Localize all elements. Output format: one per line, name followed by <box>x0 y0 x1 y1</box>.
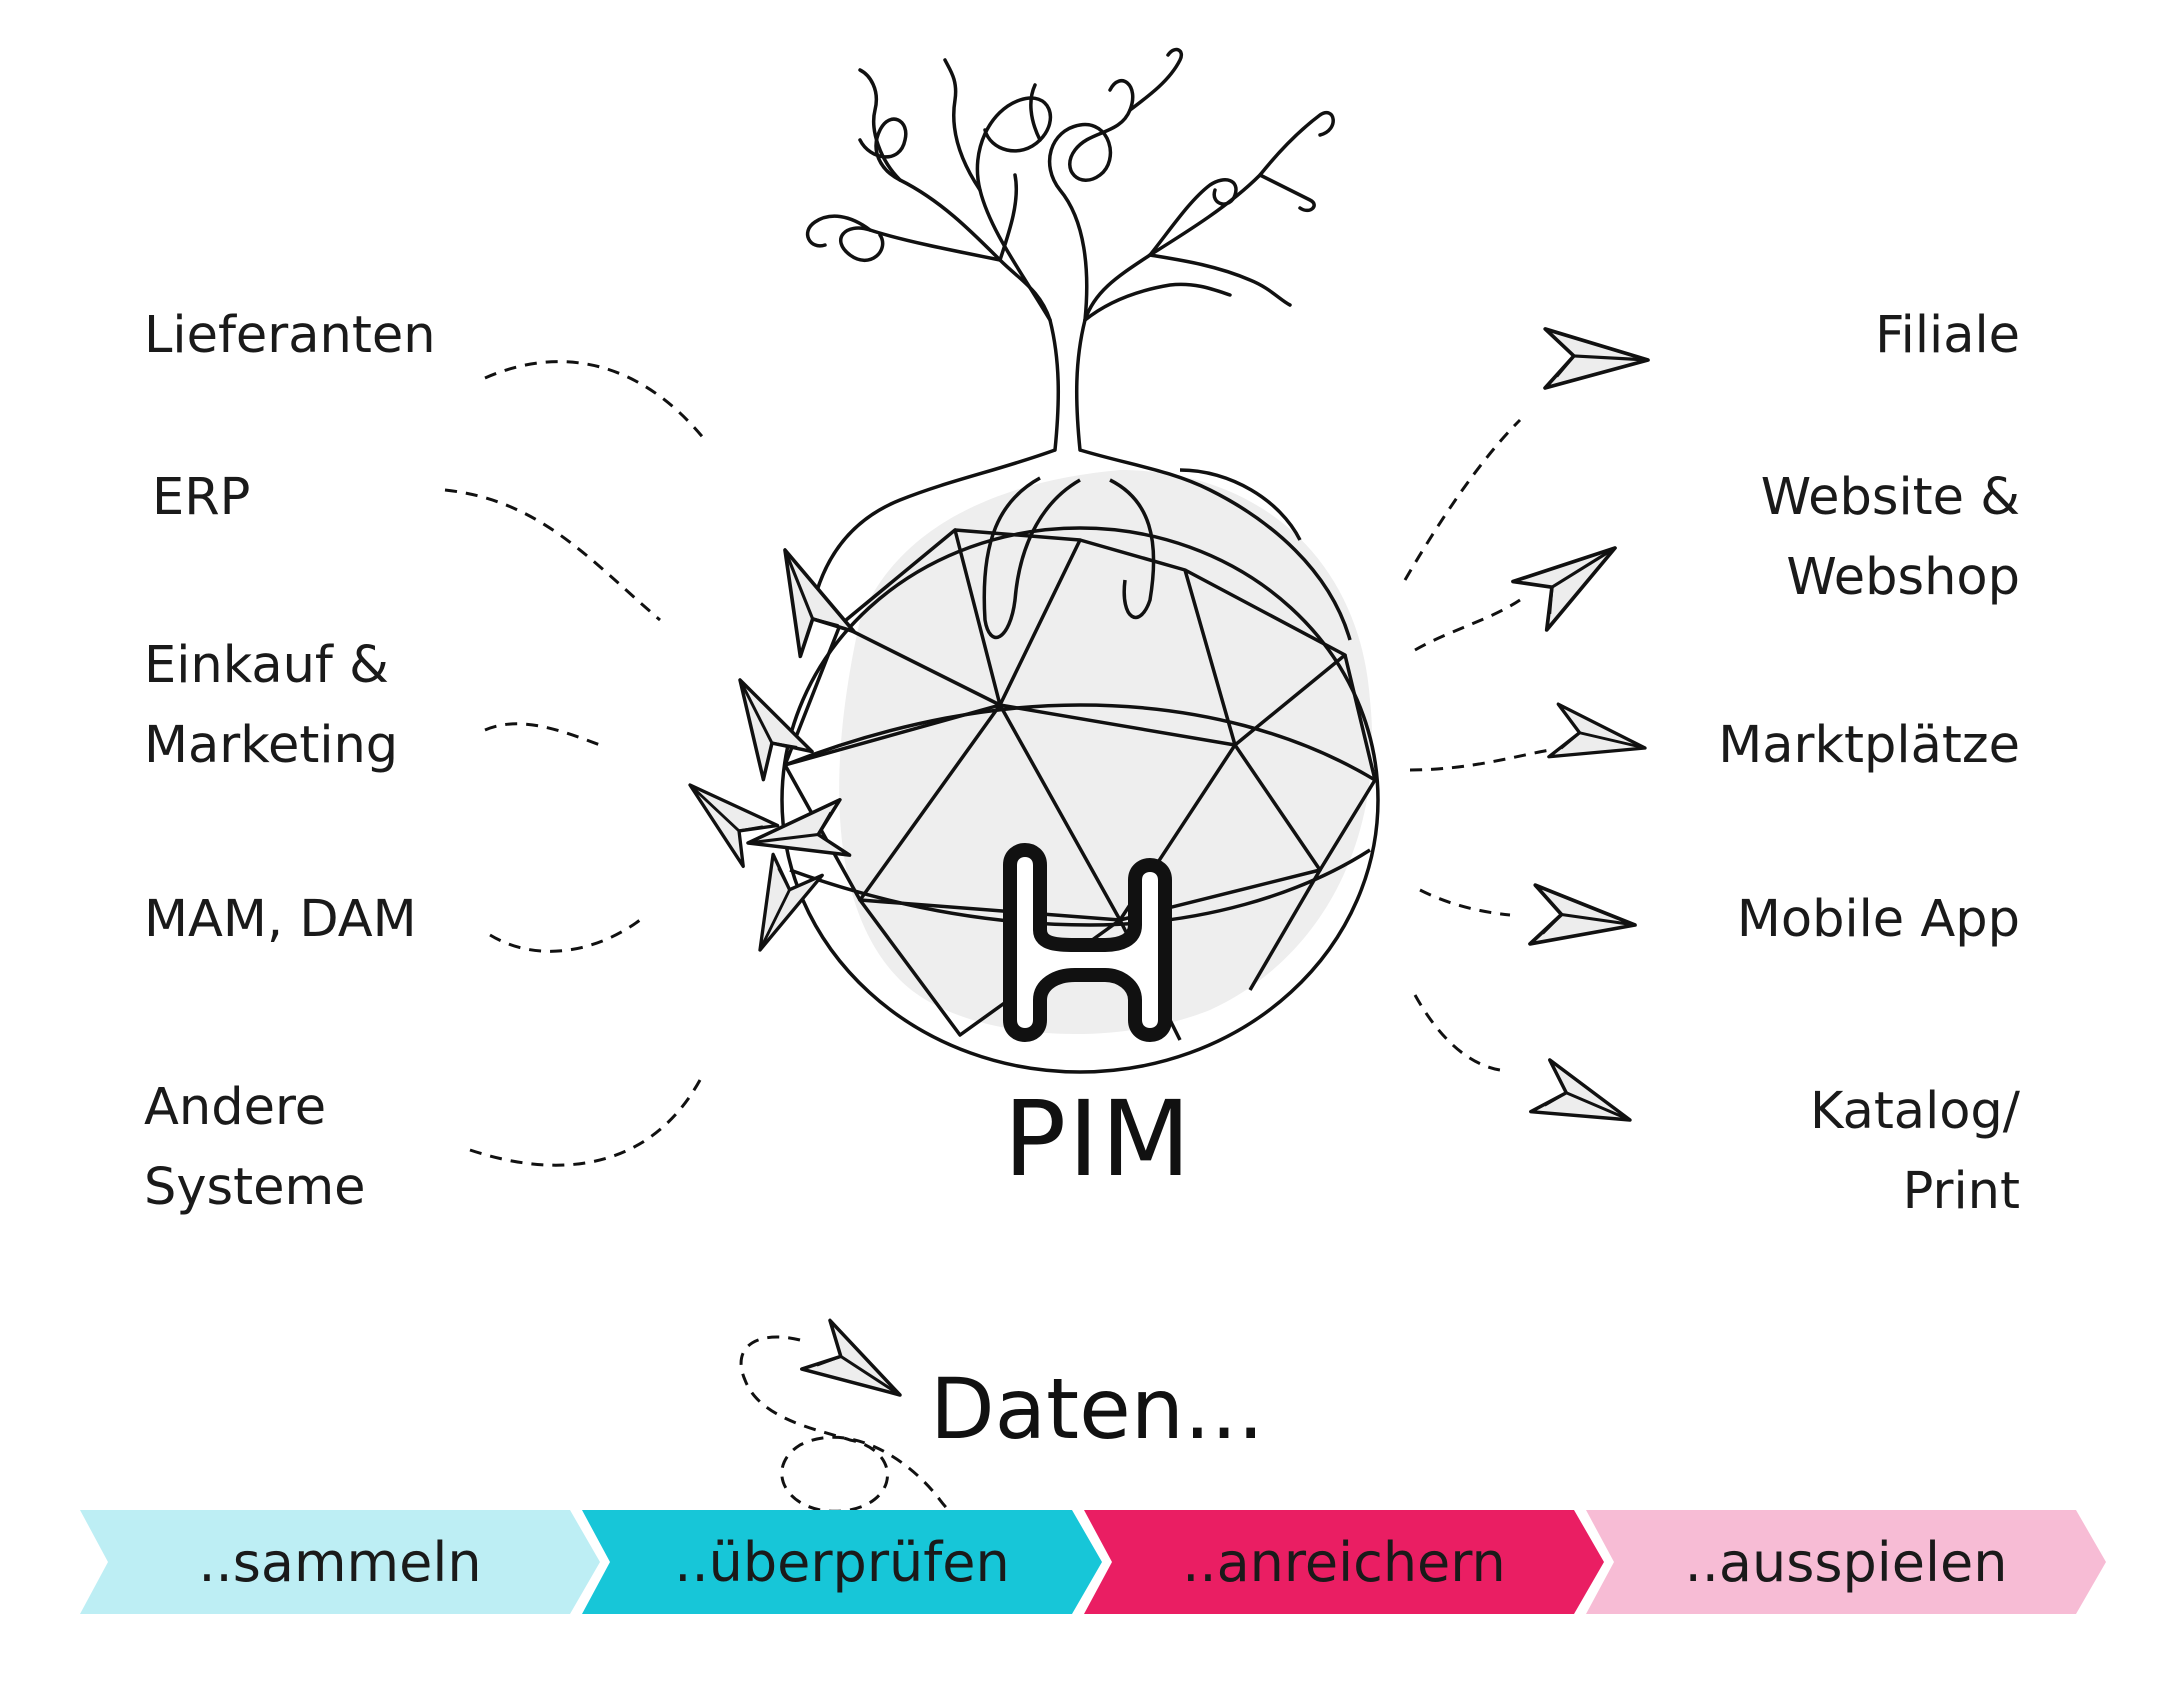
channel-label-marktplaetze: Marktplätze <box>1718 716 2020 775</box>
geodesic-globe-icon <box>780 526 1380 1074</box>
step-ueberpruefen: ..überprüfen <box>582 1510 1102 1614</box>
step-label: ..überprüfen <box>674 1530 1010 1594</box>
step-ausspielen: ..ausspielen <box>1586 1510 2106 1614</box>
inbound-flight-paths <box>444 360 707 1167</box>
data-flight-path <box>739 1335 1051 1538</box>
step-label: ..sammeln <box>198 1530 482 1594</box>
h-logo-icon <box>1003 843 1172 1042</box>
source-label-andere-systeme: Andere Systeme <box>144 1078 366 1217</box>
tree-icon <box>805 47 1335 452</box>
data-heading: Daten... <box>930 1360 1265 1458</box>
source-label-lieferanten: Lieferanten <box>144 306 436 365</box>
pim-label: PIM <box>1003 1078 1193 1200</box>
channel-label-katalog-print: Katalog/ Print <box>1810 1082 2020 1221</box>
channel-label-filiale: Filiale <box>1875 306 2020 365</box>
globe-shadow <box>839 470 1373 1034</box>
outbound-flight-paths <box>1403 418 1551 1072</box>
step-label: ..ausspielen <box>1684 1530 2008 1594</box>
source-label-mam-dam: MAM, DAM <box>144 890 417 949</box>
step-anreichern: ..anreichern <box>1084 1510 1604 1614</box>
source-label-einkauf-marketing: Einkauf & Marketing <box>144 636 399 775</box>
step-label: ..anreichern <box>1182 1530 1506 1594</box>
source-label-erp: ERP <box>152 468 251 527</box>
tree-roots <box>808 448 1352 641</box>
channel-label-website-webshop: Website & Webshop <box>1760 468 2020 607</box>
paper-plane-icon-bottom <box>800 1316 918 1414</box>
process-steps: ..sammeln ..überprüfen ..anreichern ..au… <box>0 1510 2160 1614</box>
paper-plane-icon-group-right <box>1507 318 1652 1139</box>
step-sammeln: ..sammeln <box>80 1510 600 1614</box>
channel-label-mobile-app: Mobile App <box>1736 890 2020 949</box>
